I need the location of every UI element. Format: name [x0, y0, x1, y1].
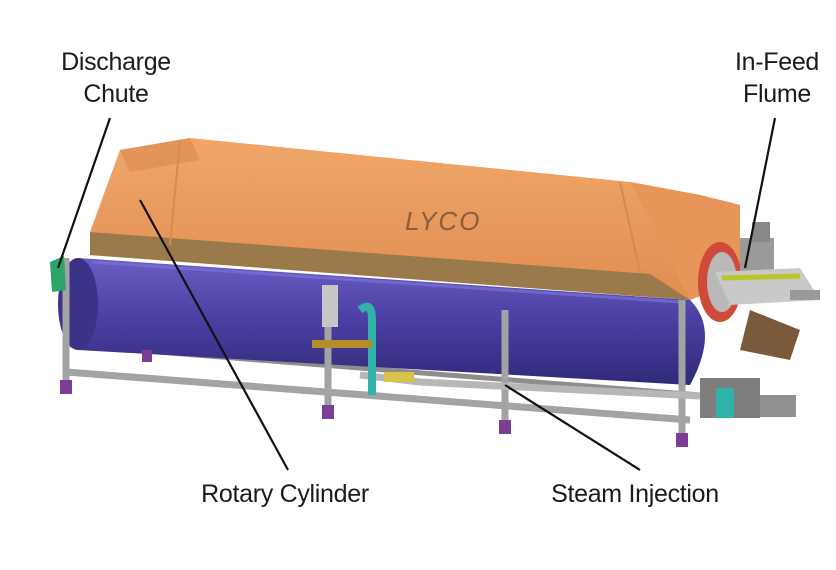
leader-infeed-flume	[743, 117, 777, 269]
label-infeed-flume-line2: Flume	[743, 80, 811, 108]
leader-rotary-cylinder	[139, 199, 289, 471]
discharge-chute	[50, 256, 66, 292]
infeed-flume-assembly	[698, 222, 820, 360]
brand-logo: LYCO	[405, 206, 481, 236]
label-discharge-chute: Discharge Chute	[46, 46, 186, 110]
label-infeed-flume: In-Feed Flume	[722, 46, 832, 110]
label-rotary-cylinder: Rotary Cylinder	[201, 480, 369, 508]
frame-feet	[60, 350, 688, 447]
label-discharge-chute-line2: Chute	[83, 80, 149, 108]
label-steam-injection: Steam Injection	[551, 480, 719, 508]
label-discharge-chute-line1: Discharge	[61, 48, 171, 76]
leader-steam-injection	[504, 384, 641, 471]
leader-discharge-chute	[56, 117, 112, 269]
label-infeed-flume-line1: In-Feed	[734, 48, 820, 76]
leader-lines	[56, 117, 777, 471]
steam-injection-piping	[312, 285, 796, 418]
